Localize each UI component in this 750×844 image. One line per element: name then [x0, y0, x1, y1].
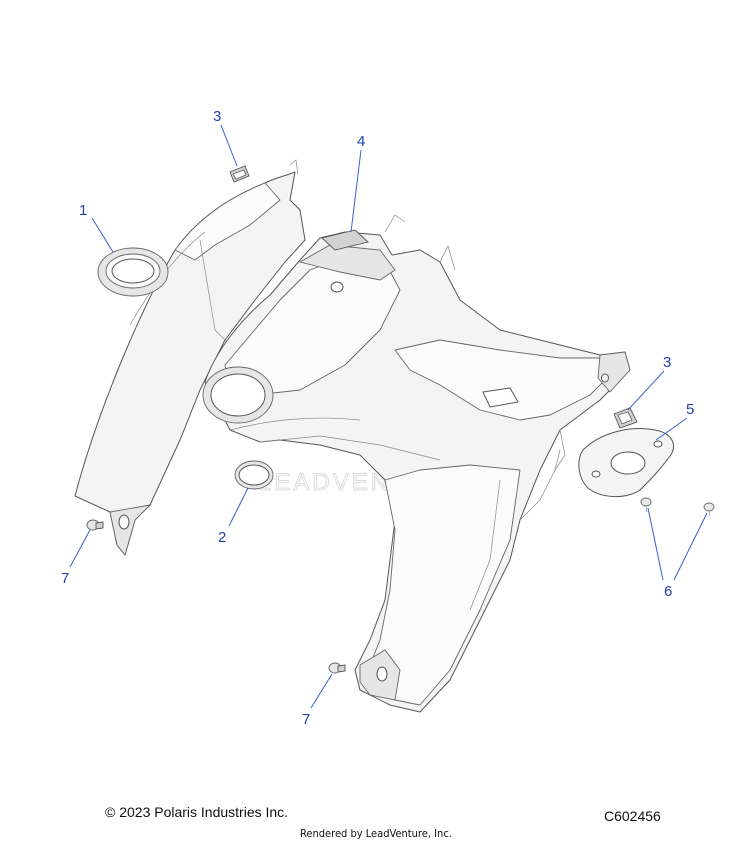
part-4-insert: [321, 229, 369, 251]
callout-4: 4: [357, 133, 365, 150]
part-3-clip-right: [613, 407, 638, 429]
callout-7-bottom: 7: [302, 711, 310, 728]
part-3-clip-top: [229, 165, 250, 183]
part-7-rivet-a: [86, 519, 104, 531]
callout-1: 1: [79, 202, 87, 219]
callout-5: 5: [686, 401, 694, 418]
part-7-rivet-b: [328, 662, 346, 674]
part-2-o-ring: [234, 460, 274, 490]
callout-6: 6: [664, 583, 672, 600]
rendered-by-text: Rendered by LeadVenture, Inc.: [300, 827, 452, 840]
part-6-screw-b: [703, 502, 715, 517]
leader-lines: [69, 124, 708, 709]
copyright-text: © 2023 Polaris Industries Inc.: [105, 804, 289, 820]
part-1-left-panel: [74, 159, 306, 556]
callout-3-top: 3: [213, 108, 221, 125]
part-6-screw-a: [640, 497, 652, 513]
callout-7-left: 7: [61, 570, 69, 587]
part-1-grommet: [97, 247, 169, 297]
center-fairing: [202, 214, 631, 713]
callout-labels: 1 3 4 2 3 5 6 7 7: [61, 108, 694, 728]
figure-code: C602456: [604, 808, 661, 824]
callout-3-right: 3: [663, 354, 671, 371]
callout-2: 2: [218, 529, 226, 546]
part-5-gasket: [578, 428, 674, 497]
